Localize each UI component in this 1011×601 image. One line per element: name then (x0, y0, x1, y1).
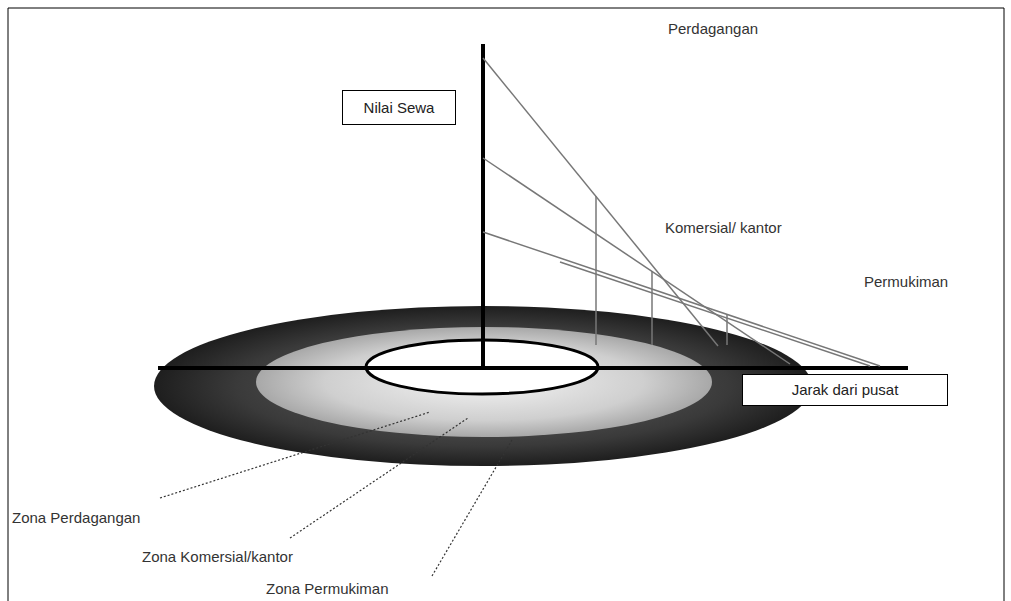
box-text: Nilai Sewa (364, 99, 435, 116)
value-axis (481, 44, 485, 368)
leader-line (160, 412, 430, 498)
axis-label-box: Jarak dari pusat (742, 374, 948, 406)
rent-curve-label: Komersial/ kantor (665, 219, 782, 237)
zone-label: Zona Permukiman (266, 580, 389, 598)
frame-line (8, 8, 9, 601)
zone-label: Zona Komersial/kantor (142, 548, 293, 566)
intersection-tick (651, 271, 653, 345)
intersection-tick (726, 314, 728, 345)
rent-curve-label: Perdagangan (668, 20, 758, 38)
axis-label-box: Nilai Sewa (342, 90, 456, 125)
rent-curve-label: Permukiman (864, 273, 948, 291)
box-text: Jarak dari pusat (792, 381, 899, 398)
frame-line (1004, 8, 1005, 601)
frame-line (8, 8, 1004, 9)
office-rent-line (483, 158, 790, 364)
distance-axis (158, 366, 908, 370)
housing-rent-line (483, 232, 880, 366)
housing-rent-line (560, 262, 870, 366)
leader-line (432, 440, 512, 576)
zone-label: Zona Perdagangan (12, 509, 140, 527)
intersection-tick (595, 196, 597, 345)
leader-line (290, 418, 468, 538)
